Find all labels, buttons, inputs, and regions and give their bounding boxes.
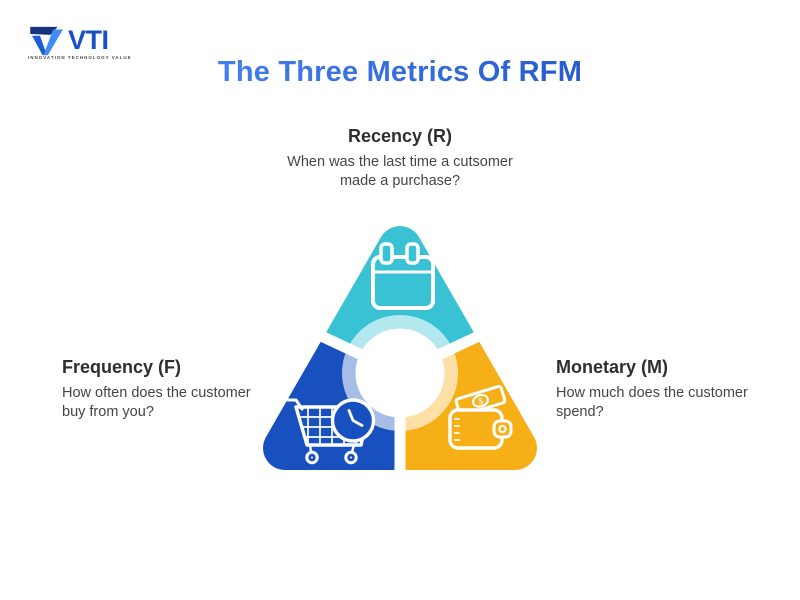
- cart-clock-icon: [285, 398, 376, 465]
- vti-logo-tagline: INNOVATION TECHNOLOGY VALUE: [28, 55, 131, 60]
- metric-recency-description: When was the last time a cutsomer made a…: [287, 153, 513, 189]
- vti-logo-text: VTI: [68, 25, 109, 55]
- page-title: The Three Metrics Of RFM: [0, 56, 800, 89]
- metric-recency-block: Recency (R) When was the last time a cut…: [200, 126, 600, 191]
- calendar-icon: [371, 242, 435, 310]
- metric-frequency-block: Frequency (F) How often does the custome…: [62, 357, 272, 422]
- metric-frequency-description: How often does the customer buy from you…: [62, 384, 251, 420]
- vti-logo: VTI INNOVATION TECHNOLOGY VALUE: [28, 26, 148, 65]
- metric-monetary-heading: Monetary (M): [556, 357, 668, 377]
- metric-monetary-block: Monetary (M) How much does the customer …: [556, 357, 766, 422]
- vti-logo-mark-icon: [30, 26, 63, 56]
- svg-text:$: $: [477, 396, 485, 407]
- center-circle: [355, 328, 445, 418]
- metric-recency-heading: Recency (R): [347, 126, 453, 146]
- metric-frequency-heading: Frequency (F): [62, 357, 182, 377]
- wallet-icon: $: [448, 384, 513, 450]
- metric-monetary-description: How much does the customer spend?: [556, 384, 748, 420]
